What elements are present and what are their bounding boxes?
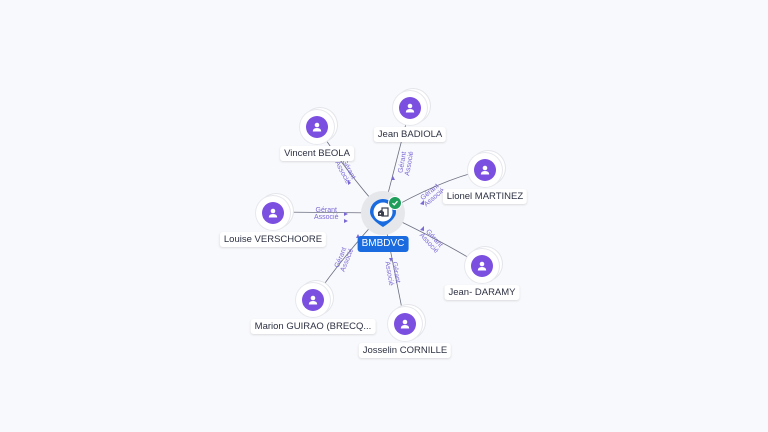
company-name-label[interactable]: BMBDVC (357, 236, 409, 252)
person-name[interactable]: Marion GUIRAO (BRECQ... (250, 319, 376, 334)
edge-role-gerant: Gérant (315, 207, 337, 214)
edge-label-louise-verschoore: Gérant Associé (314, 207, 339, 221)
person-icon (399, 97, 421, 119)
person-icon (306, 116, 328, 138)
verified-check-icon (388, 196, 402, 210)
person-icon (302, 289, 324, 311)
edge-role-associe: Associé (314, 214, 339, 221)
person-name[interactable]: Jean- DARAMY (444, 285, 520, 300)
person-icon (262, 202, 284, 224)
company-building-icon (378, 207, 389, 217)
person-icon (394, 313, 416, 335)
person-name[interactable]: Louise VERSCHOORE (219, 232, 327, 247)
person-name[interactable]: Vincent BEOLA (280, 146, 354, 161)
person-icon (474, 159, 496, 181)
person-icon (471, 255, 493, 277)
person-name[interactable]: Lionel MARTINEZ (442, 189, 528, 204)
person-name[interactable]: Jean BADIOLA (373, 127, 447, 142)
person-name[interactable]: Josselin CORNILLE (358, 343, 452, 358)
